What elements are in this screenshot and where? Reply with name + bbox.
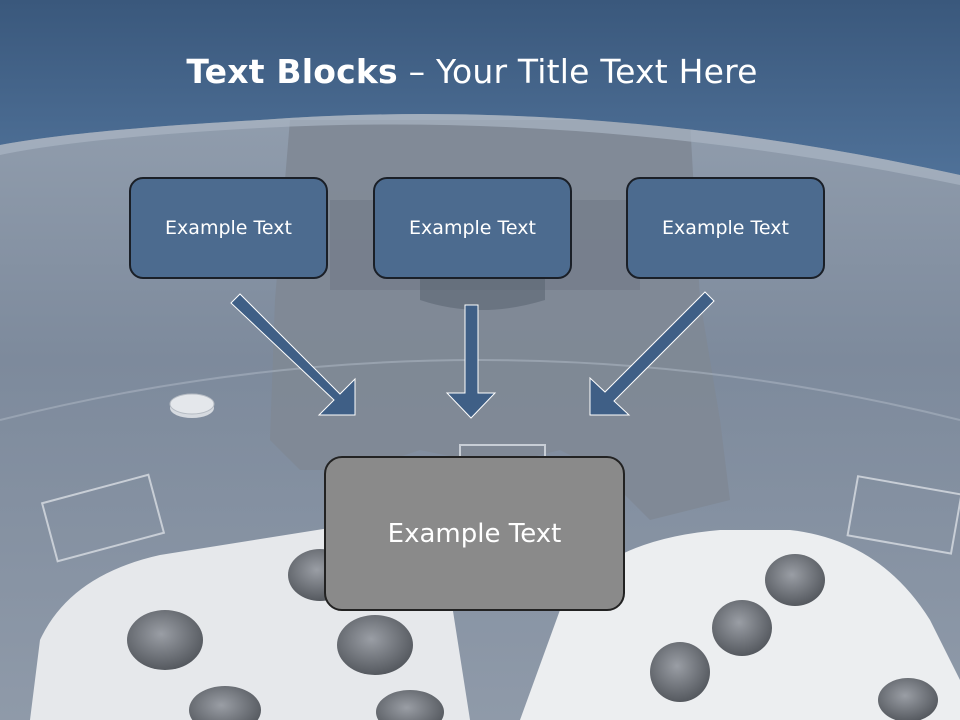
text-block-2: Example Text xyxy=(373,177,572,279)
slide-title: Text Blocks – Your Title Text Here xyxy=(0,52,944,91)
title-rest: – Your Title Text Here xyxy=(397,52,758,91)
title-bold: Text Blocks xyxy=(186,52,398,91)
center-text-block: Example Text xyxy=(324,456,625,611)
text-block-3: Example Text xyxy=(626,177,825,279)
text-block-1: Example Text xyxy=(129,177,328,279)
